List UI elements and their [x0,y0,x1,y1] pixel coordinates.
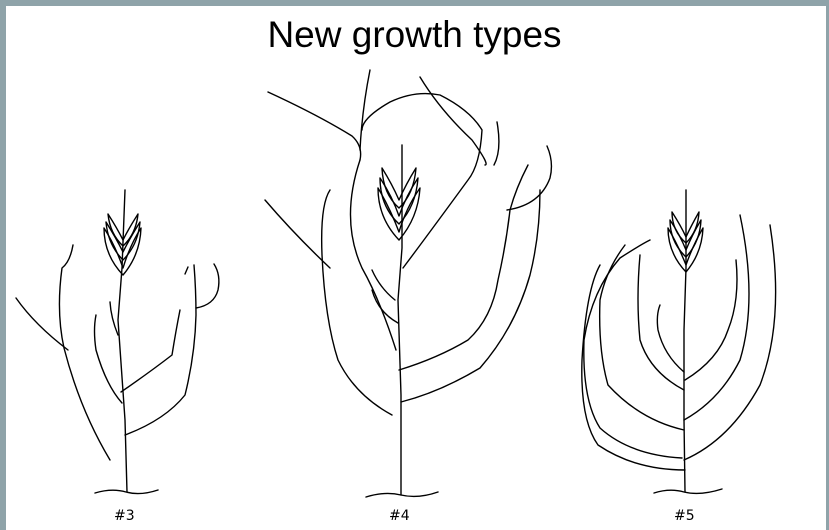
plant-4-ground [366,492,438,497]
plant-5-leaf [582,265,685,470]
plant-4-leaf [322,190,392,415]
plant-4-leaf [401,190,540,402]
plant-4-leaf [350,160,396,350]
plant-3-leaf [59,245,110,460]
plant-5-leaf [684,225,776,460]
plant-3-leaf [196,264,219,308]
plant-4-drawing [265,70,551,497]
plant-3-drawing [16,190,219,494]
plant-5-leaf [657,305,684,372]
plant-3-leaf [110,302,118,335]
plant-4-leaf [268,92,361,160]
plant-4-leaf [265,200,330,268]
plant-4-leaf [399,165,528,370]
plant-label-5: #5 [674,508,695,524]
plant-5-leaf [600,245,684,430]
plant-4-leaf [507,146,551,210]
plant-5-leaf [685,260,737,380]
plant-5-leaf [638,255,684,390]
plant-3-leaf [121,310,180,392]
plant-5-drawing [582,190,776,493]
plant-5-ground [654,489,722,493]
plant-label-3: #3 [114,508,135,524]
plant-3-leaf [125,265,196,435]
plant-4-leaf [360,70,370,150]
plant-4-leaf [494,122,499,165]
plant-3-leaf [185,267,188,274]
plant-label-4: #4 [389,508,410,524]
